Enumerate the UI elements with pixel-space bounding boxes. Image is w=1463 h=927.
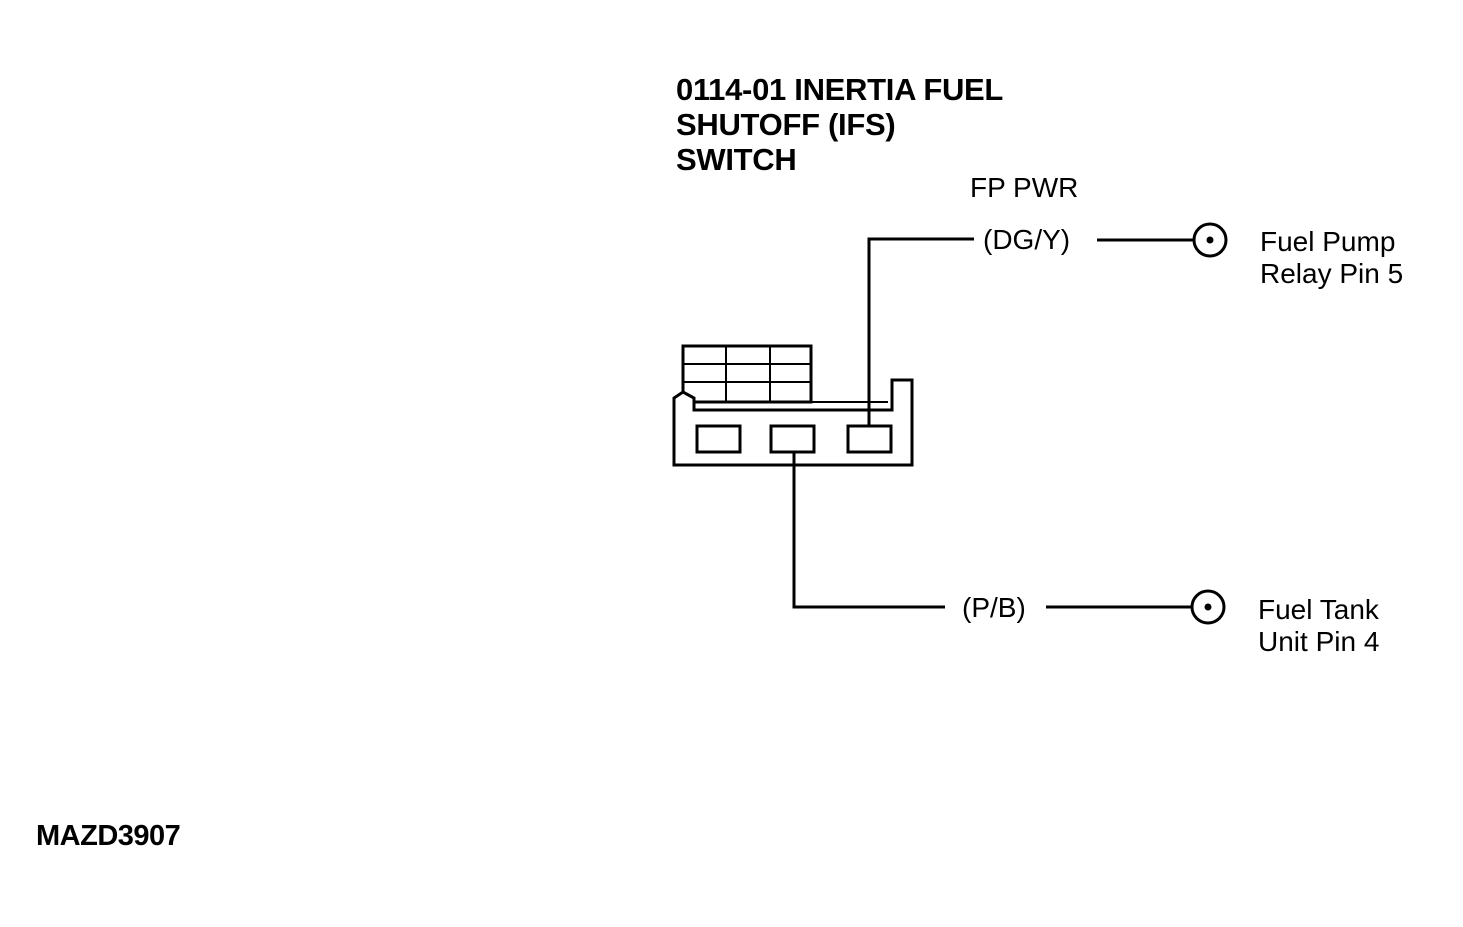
wire-bottom [792, 452, 1191, 609]
wire-top [867, 237, 1193, 426]
component-title-line-3: SWITCH [676, 142, 797, 177]
destination-top-line-1: Fuel Pump [1260, 226, 1396, 257]
wire-bottom-segment-1 [792, 452, 945, 609]
terminal-cavity-1 [695, 424, 742, 454]
component-title-line-1: 0114-01 INERTIA FUEL [676, 72, 1004, 107]
destination-label-bottom: Fuel Tank Unit Pin 4 [1258, 594, 1379, 658]
figure-id: MAZD3907 [36, 820, 181, 852]
terminal-symbol-bottom [1190, 589, 1226, 625]
wire-color-label-top: (DG/Y) [983, 224, 1071, 255]
destination-bottom-line-2: Unit Pin 4 [1258, 626, 1380, 657]
destination-label-top: Fuel Pump Relay Pin 5 [1260, 226, 1403, 290]
component-title-line-2: SHUTOFF (IFS) [676, 107, 896, 142]
wire-top-segment-1 [867, 237, 974, 426]
connector-latch [681, 344, 813, 404]
component-title: 0114-01 INERTIA FUEL SHUTOFF (IFS) SWITC… [676, 72, 1003, 177]
destination-bottom-line-1: Fuel Tank [1258, 594, 1379, 625]
destination-top-line-2: Relay Pin 5 [1260, 258, 1404, 289]
circuit-name-label: FP PWR [970, 172, 1079, 203]
connector-housing [672, 378, 914, 467]
terminal-symbol-top [1192, 222, 1228, 258]
ifs-switch-connector [672, 344, 914, 467]
wire-color-label-bottom: (P/B) [962, 592, 1026, 623]
